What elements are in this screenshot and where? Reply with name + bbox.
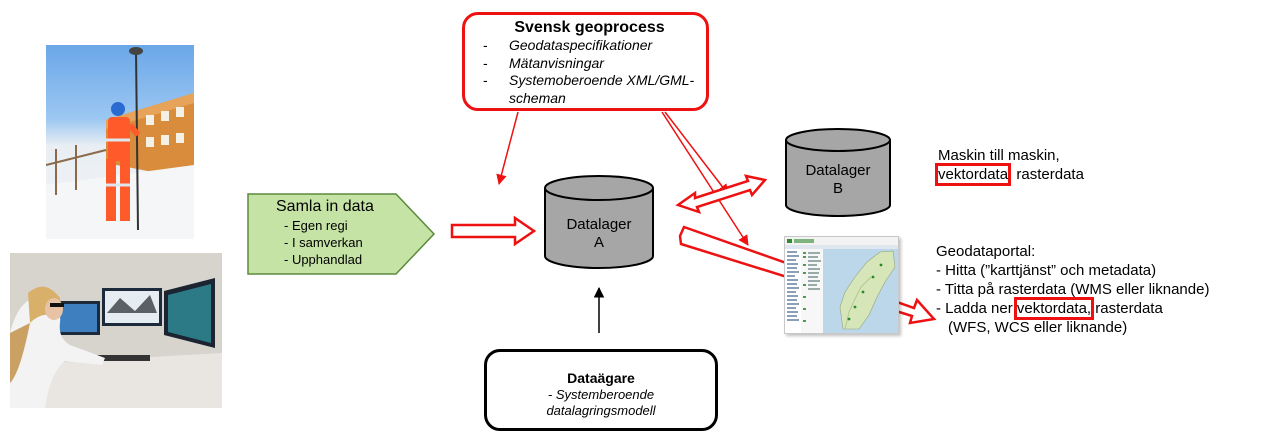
machine-line2: vektordata, rasterdata [934,163,1084,186]
datalager-b-line2: B [832,180,843,197]
portal-vektordata-highlight: vektordata, [1013,297,1095,320]
geoprocess-to-portal-arrow [661,111,749,246]
collect-list: - Egen regi - I samverkan - Upphandlad [266,217,406,268]
portal-line4: (WFS, WCS eller liknande) [948,319,1128,336]
owner-sub1: - Systemberoende [547,387,655,402]
geoprocess-title: Svensk geoprocess [514,19,665,36]
collect-item: - I samverkan [284,235,363,250]
geoprocess-item: Systemoberoende XML/GML-scheman [483,72,696,107]
geoprocess-item: Mätanvisningar [483,55,696,73]
collect-item: - Upphandlad [284,252,363,267]
owner-sub2: datalagringsmodell [546,403,656,418]
datalager-b-label: Datalager B [794,162,882,198]
geoprocess-list: Geodataspecifikationer Mätanvisningar Sy… [483,37,696,107]
collect-title: Samla in data [276,198,374,215]
operator-photo [10,253,222,408]
portal-line2: - Titta på rasterdata (WMS eller liknand… [936,281,1210,298]
owner-title: Dataägare [567,370,635,386]
geoprocess-item: Geodataspecifikationer [483,37,696,55]
portal-line3-pre: - Ladda ner [936,300,1017,317]
geodataportal-text: Geodataportal: - Hitta (”karttjänst” och… [936,242,1209,337]
collect-data-box: Samla in data - Egen regi - I samverkan … [266,197,406,268]
datalager-a-line2: A [593,234,604,251]
portal-line3-post: rasterdata [1091,300,1163,317]
datalager-a-line1: Datalager [566,216,632,233]
machine-line1: Maskin till maskin, [938,147,1060,164]
portal-line1: - Hitta (”karttjänst” och metadata) [936,262,1157,279]
geoprocess-box: Svensk geoprocess Geodataspecifikationer… [462,12,709,111]
collect-item: - Egen regi [284,218,348,233]
portal-title: Geodataportal: [936,243,1036,260]
portal-line3: - Ladda ner vektordata, rasterdata [936,297,1209,320]
machine-rest: , rasterdata [1008,166,1084,183]
geoprocess-to-b-arrow [664,111,729,195]
collect-to-a-arrow [450,215,537,247]
geodataportal-screenshot [784,236,899,334]
machine-to-machine-text: Maskin till maskin, vektordata, rasterda… [934,146,1084,186]
datalager-b-cylinder [785,128,891,217]
a-b-double-arrow [675,174,768,215]
collect-pentagon [247,193,436,275]
datalager-a-cylinder [544,175,654,269]
data-owner-box: Dataägare - Systemberoende datalagringsm… [484,349,718,431]
vektordata-highlight: vektordata [934,163,1012,186]
datalager-a-label: Datalager A [555,216,643,252]
geoprocess-to-flow-arrow [496,111,519,186]
surveyor-photo [46,45,194,239]
datalager-b-line1: Datalager [805,162,871,179]
